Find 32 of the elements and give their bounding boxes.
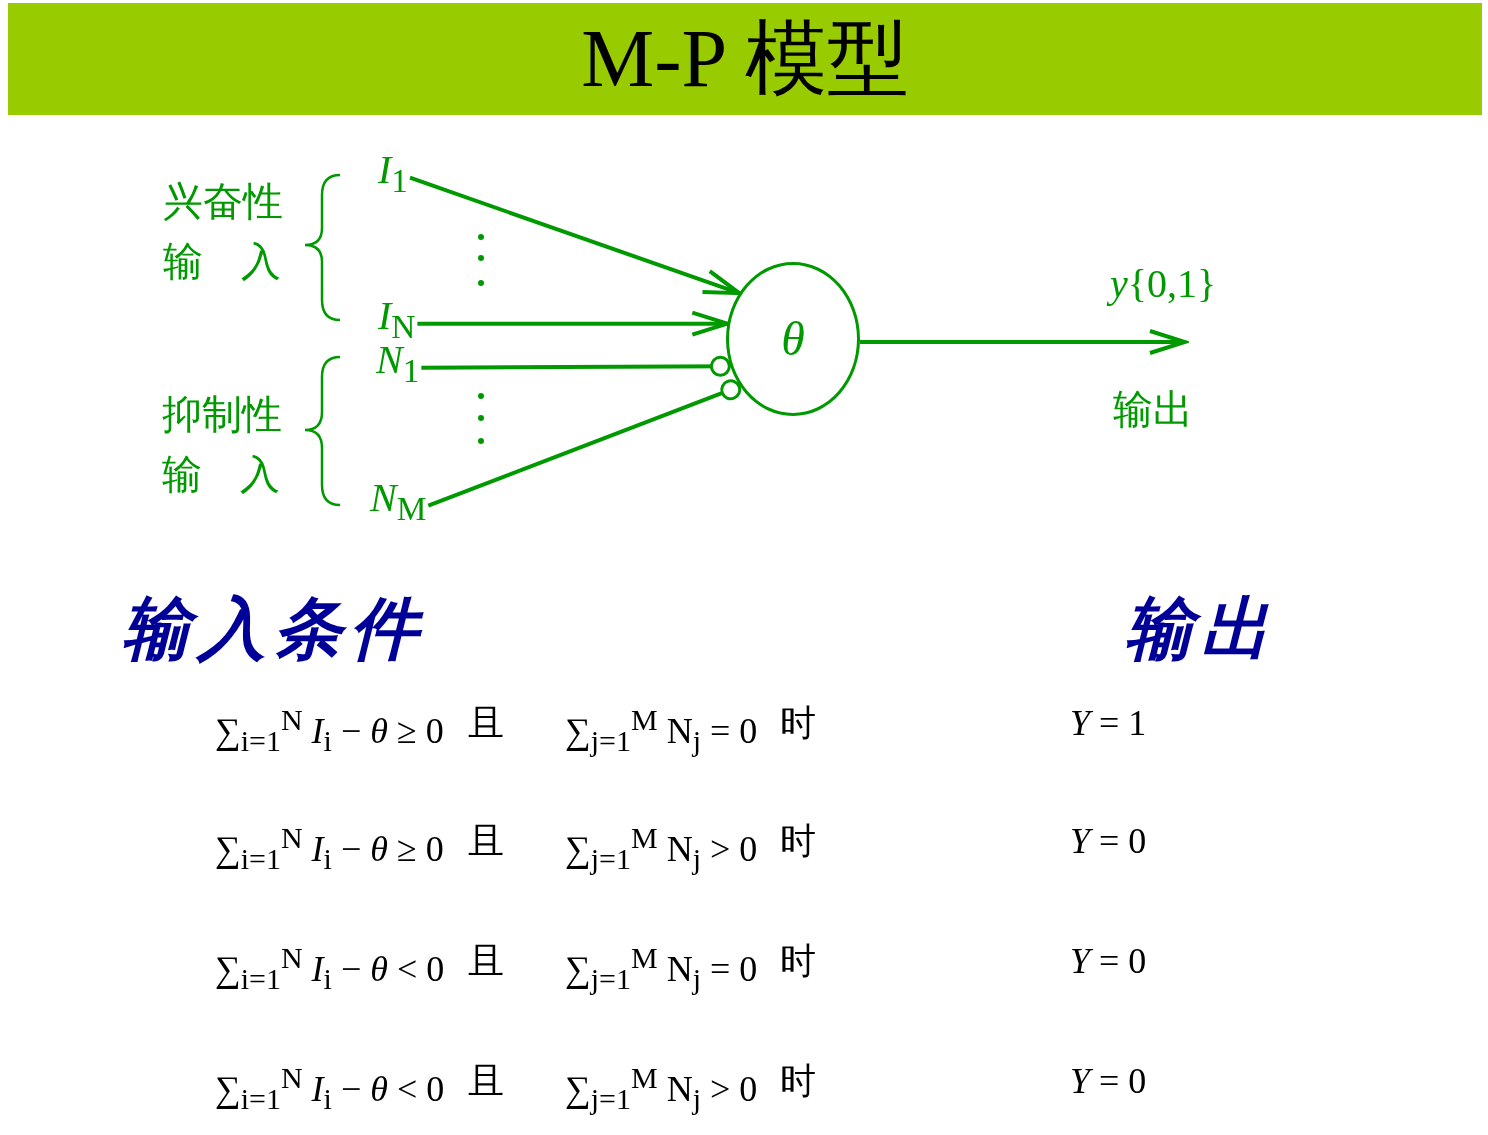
output-value: Y = 0 (1070, 1063, 1147, 1099)
threshold-symbol: θ (781, 315, 805, 363)
connective-word: 时 (780, 705, 816, 741)
group-label: 输入 (163, 242, 319, 282)
group-label: 抑制性 (162, 395, 282, 435)
connective-word: 时 (780, 943, 816, 979)
connective-word: 且 (468, 943, 504, 979)
formula: ∑$_{j=1}$$^{M}$ N$_{j}$ = 0 (565, 943, 758, 995)
output-value: Y = 0 (1070, 823, 1147, 859)
arrow (859, 329, 1187, 355)
connective-word: 且 (468, 705, 504, 741)
formula: ∑$_{j=1}$$^{M}$ N$_{j}$ = 0 (565, 705, 758, 757)
connective-word: 时 (780, 1063, 816, 1099)
formula: ∑$_{i=1}$$^{N}$ I$_{i}$ − θ ≥ 0 (215, 705, 444, 757)
formula: ∑$_{i=1}$$^{N}$ I$_{i}$ − θ ≥ 0 (215, 823, 444, 875)
connective-word: 且 (468, 823, 504, 859)
group-label: 兴奋性 (163, 182, 283, 222)
output-value: Y = 0 (1070, 943, 1147, 979)
connective-word: 且 (468, 1063, 504, 1099)
output-label: 输出 (1113, 390, 1193, 430)
title: M-P 模型 (581, 18, 909, 100)
column-heading: 输出 (1125, 595, 1277, 663)
connective-word: 时 (780, 823, 816, 859)
formula: ∑$_{i=1}$$^{N}$ I$_{i}$ − θ < 0 (215, 1063, 445, 1115)
formula: ∑$_{j=1}$$^{M}$ N$_{j}$ > 0 (565, 823, 758, 875)
formula: ∑$_{j=1}$$^{M}$ N$_{j}$ > 0 (565, 1063, 758, 1115)
output-value: Y = 1 (1070, 705, 1147, 741)
input-variable: I$_{1}$ (378, 150, 408, 198)
input-variable: N$_{M}$ (370, 478, 427, 526)
group-label: 输入 (162, 455, 318, 495)
formula: ∑$_{i=1}$$^{N}$ I$_{i}$ − θ < 0 (215, 943, 445, 995)
column-heading: 输入条件 (122, 595, 426, 663)
